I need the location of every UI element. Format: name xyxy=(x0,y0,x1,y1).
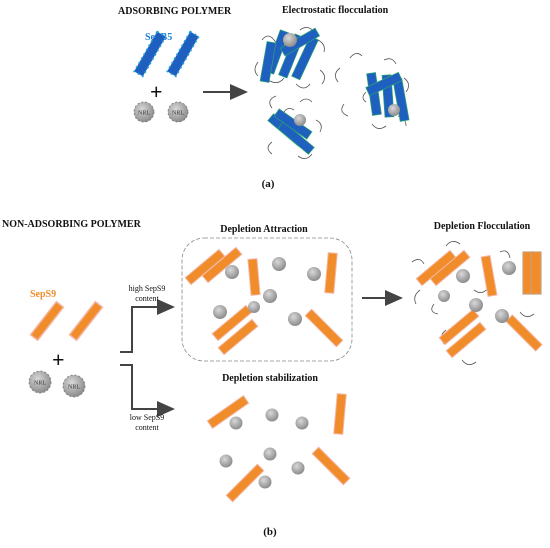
nrl-particle xyxy=(265,408,279,422)
seps9-rods xyxy=(29,300,104,342)
nrl-particle xyxy=(502,261,516,275)
nrl-particle xyxy=(283,33,297,47)
nrl-particle xyxy=(291,461,305,475)
electrostatic-flocculation-title: Electrostatic flocculation xyxy=(282,5,389,16)
lower-route-label-line2: content xyxy=(135,423,159,432)
nrl-particle xyxy=(294,114,306,126)
sepb5-rod xyxy=(166,30,200,78)
depletion-floc-cluster xyxy=(411,241,543,365)
sepb5-rod xyxy=(279,27,321,57)
nrl-particle xyxy=(295,416,309,430)
seps9-rod xyxy=(530,251,542,295)
panel-b-heading: NON-ADSORBING POLYMER xyxy=(2,219,142,230)
attraction-contents xyxy=(184,246,344,356)
sepb5-rod xyxy=(365,71,403,97)
seps9-rod xyxy=(225,463,265,503)
panel-b: NON-ADSORBING POLYMER SepS9 + NRL NRL hi… xyxy=(2,219,543,538)
nrl-particle xyxy=(225,265,239,279)
caption-b: (b) xyxy=(263,526,277,538)
nrl-particle: NRL xyxy=(133,101,155,123)
seps9-rod xyxy=(480,254,498,298)
seps9-rod xyxy=(206,394,250,430)
seps9-rod xyxy=(429,249,471,287)
seps9-rod xyxy=(324,252,338,294)
electrostatic-floc-cluster xyxy=(254,27,325,89)
sepb5-rod xyxy=(133,30,167,78)
depletion-flocculation-title: Depletion Flocculation xyxy=(434,221,531,232)
nrl-particle xyxy=(258,475,272,489)
seps9-rod xyxy=(201,246,243,284)
nrl-particle xyxy=(272,257,286,271)
seps9-rod xyxy=(445,321,487,359)
nrl-particle xyxy=(469,298,483,312)
seps9-rod xyxy=(304,308,344,348)
nrl-particle xyxy=(495,309,509,323)
electrostatic-floc-cluster xyxy=(335,53,410,129)
panel-a: ADSORBING POLYMER SepB5 + NRL NRL Electr… xyxy=(118,5,410,190)
seps9-rod xyxy=(505,314,543,352)
nrl-particle xyxy=(438,290,450,302)
electrostatic-floc-cluster xyxy=(267,95,322,159)
nrl-label: NRL xyxy=(172,111,184,117)
sepb5-rods xyxy=(133,30,200,78)
caption-a: (a) xyxy=(262,178,275,190)
nrl-particle xyxy=(263,289,277,303)
seps9-rod xyxy=(438,308,480,346)
nrl-particle xyxy=(288,312,302,326)
nrl-particle: NRL xyxy=(28,370,52,394)
upper-route-label-line2: content xyxy=(135,294,159,303)
plus-sign-b: + xyxy=(52,347,65,372)
seps9-rod xyxy=(68,300,104,342)
upper-route-label-line1: high SepS9 xyxy=(129,284,166,293)
nrl-particle xyxy=(248,301,260,313)
nrl-particle xyxy=(229,416,243,430)
seps9-rod xyxy=(333,393,347,435)
sepb5-rod xyxy=(259,41,277,83)
panel-a-heading: ADSORBING POLYMER xyxy=(118,6,232,17)
depletion-attraction-title: Depletion Attraction xyxy=(220,224,308,235)
nrl-label: NRL xyxy=(34,381,46,387)
branch-arrow-lower xyxy=(120,364,175,417)
sepb5-rod xyxy=(277,121,315,155)
nrl-particle xyxy=(456,269,470,283)
nrl-particle: NRL xyxy=(167,101,189,123)
seps9-rod xyxy=(247,258,261,296)
seps9-rod xyxy=(29,300,65,342)
nrl-particle: NRL xyxy=(62,374,86,398)
plus-sign-a: + xyxy=(150,79,163,104)
depletion-attraction-box xyxy=(181,237,353,362)
nrl-particle xyxy=(307,267,321,281)
stabilization-contents xyxy=(206,393,351,503)
branch-arrow-upper xyxy=(120,299,175,353)
nrl-label: NRL xyxy=(68,385,80,391)
nrl-label: NRL xyxy=(138,111,150,117)
nrl-particle xyxy=(219,454,233,468)
lower-route-label-line1: low SepS9 xyxy=(130,413,164,422)
seps9-rod xyxy=(217,318,259,356)
seps9-rod xyxy=(311,446,351,486)
nrl-particle xyxy=(213,305,227,319)
depletion-stabilization-title: Depletion stabilization xyxy=(222,373,318,384)
nrl-particle xyxy=(388,104,400,116)
nrl-particle xyxy=(263,447,277,461)
seps9-label: SepS9 xyxy=(30,289,56,300)
